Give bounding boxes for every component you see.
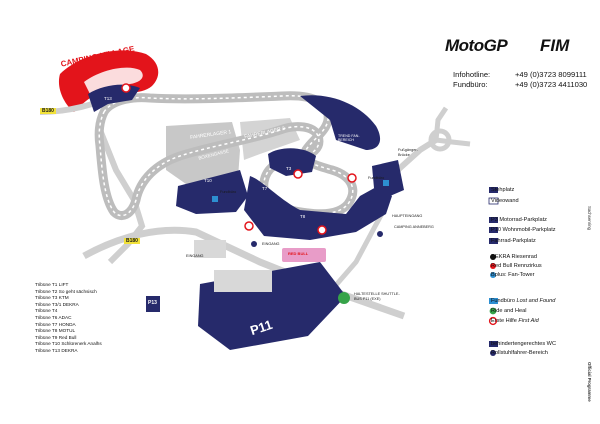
stand-item: Tribüne T3/1 DEKRA [35,301,79,307]
camping-anneberg-label: CAMPING ANNEBERG [394,225,434,229]
road-east-2 [435,137,471,147]
t8-label: T8 [300,214,306,219]
fundbuero-label: Fundbüro: [453,80,488,89]
camping-village-inner [84,67,143,94]
stand-item: Tribüne T1 LIFT [35,282,69,287]
parking-p13-box [146,296,160,312]
fundbuero-number: +49 (0)3723 4411030 [515,80,588,89]
t7-label: T7 [262,186,268,191]
fim-logo: FIM [540,36,570,55]
stand-item: Tribüne T9 Red Bull [35,334,77,340]
legend-item-videowand: Videowand [491,198,519,204]
road-b180-mid-label: B180 [124,238,140,244]
side-sachsenring: Sachsenring [587,206,592,230]
infohotline-label: Infohotline: [453,70,491,79]
t3-label: T3 [286,166,292,171]
stand-area-north [300,95,381,150]
legend-item-fundbuero: Fundbüro Lost and Found [491,298,556,304]
contact-hotlines: Infohotline: +49 (0)3723 8099111 Fundbüro… [453,70,587,90]
road-b180-top-label: B180 [40,108,56,114]
grandstand-list: Tribüne T1 LIFT Tribüne T2 So geht sächs… [35,282,102,355]
fundbuero-row: Fundbüro: +49 (0)3723 4411030 [453,80,587,90]
fundbuero-marker [212,196,218,202]
p13-label: P13 [148,300,157,306]
stand-item: Tribüne T7 HONDA [35,321,76,327]
stand-item: Tribüne T10 Schlürenerk Analhs [35,341,102,347]
ride-and-heal-marker [338,292,350,304]
eingang-left-label: EINGANG [186,254,204,258]
haltestelle-label: HALTESTELLE SHUTTLE-BUS P11 (EXE) [354,292,400,301]
legend-item-p10: P10 Wohnmobil-Parkplatz [491,227,556,233]
t13-label: T13 [104,96,112,101]
t10-label: T10 [204,178,212,183]
t9-label: T9 [320,204,326,209]
stand-area-south [244,176,392,240]
infohotline-row: Infohotline: +49 (0)3723 8099111 [453,70,587,80]
stand-item: Tribüne T8 MOTUL [35,328,76,334]
stand-item: Tribüne T3 KTM [35,295,69,301]
legend-icons [488,187,499,356]
wheelchair-markers [251,231,383,247]
first-aid-markers [121,83,357,235]
infohotline-number: +49 (0)3723 8099111 [515,70,587,79]
redbull-area [282,248,326,262]
trend-fan-label: TREND FAN-BEREICH [338,134,360,143]
race-track-line [98,95,354,217]
legend-item-fahrrad: Fahrrad-Parkplatz [491,238,536,244]
building-west [194,240,226,258]
side-official-programme: Official Programme [587,362,592,402]
stand-item: Tribüne T4 [35,308,58,314]
stand-area-center [268,148,316,176]
fundbuero-map-label: Fundbüro [220,190,237,194]
legend-item-stehplatz: Stehplatz [491,187,515,193]
stand-item: Tribüne T6 ADAC [35,314,72,320]
stand-area-west [176,170,248,214]
legend-item-first-aid: Erste Hilfe First Aid [491,318,539,324]
fussgaenger-bruecke-label: Fußgänger-Brücke [398,148,418,157]
eingang-mid-label: EINGANG [262,242,280,246]
legend-item-redbull: Red Bull Rennzirkus [491,263,542,269]
stand-area-east [372,160,404,196]
stand-item: Tribüne T13 DEKRA [35,347,78,353]
legend-item-fantower: Bplus: Fan-Tower [491,272,535,278]
fundbuero-marker-2 [383,180,389,186]
redbull-area-label: RED BULL [288,251,309,256]
road-hauptzugang [328,204,389,294]
legend-item-ride-heal: Ride and Heal [491,308,527,314]
legend-item-riesenrad: DEKRA Riesenrad [491,254,538,260]
road-west [97,128,146,265]
stand-item: Tribüne T2 So geht sächsisch [35,288,97,294]
legend-item-wheelchair: Rollstuhlfahrer-Bereich [491,350,548,356]
building-center [214,270,272,292]
motogp-logo: MotoGP [445,36,508,55]
haupteingang-label: HAUPTEINGANG [392,214,423,218]
legend-item-p3: P3 Motorrad-Parkplatz [491,217,547,223]
fundbuero-map-label-2: Fundbüro [368,176,385,180]
legend-item-wc: behindertengerechtes WC [491,341,556,347]
t1-label: T1 [330,182,336,187]
roundabout [428,128,452,152]
